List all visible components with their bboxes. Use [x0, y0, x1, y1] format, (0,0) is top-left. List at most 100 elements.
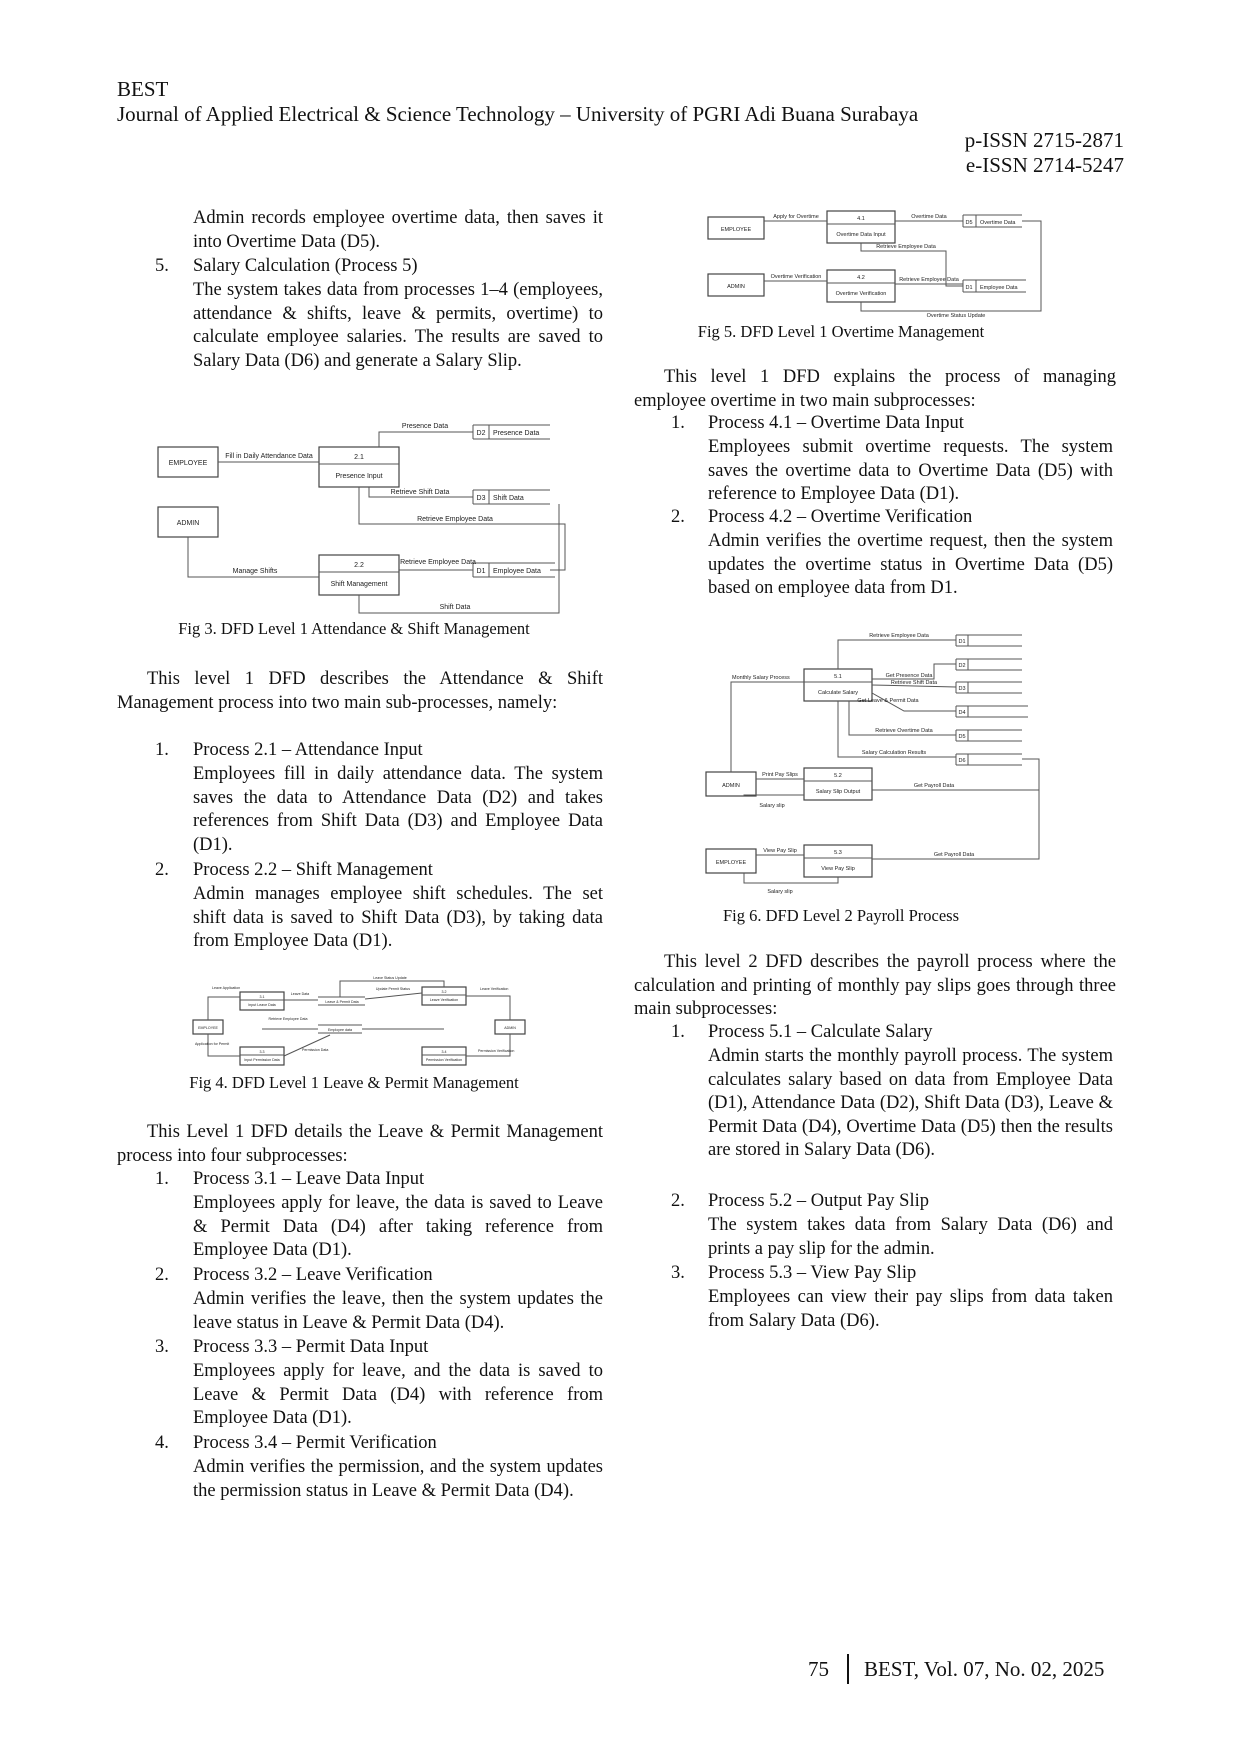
- entity-employee: EMPLOYEE: [169, 460, 208, 467]
- list-item-body: Employees submit overtime requests. The …: [708, 437, 1113, 504]
- store-d6-id: D6: [958, 758, 965, 764]
- pissn: p-ISSN 2715-2871: [964, 128, 1124, 152]
- process-3-2-name: Leave Verification: [430, 998, 458, 1002]
- list-number: 3.: [155, 1337, 169, 1357]
- list-item-title: Process 4.1 – Overtime Data Input: [708, 413, 964, 433]
- fig6-intro: This level 2 DFD describes the payroll p…: [634, 952, 1116, 1019]
- flow-retrieve-employee: Retrieve Employee Data: [876, 244, 937, 250]
- process-2-1-name: Presence Input: [335, 473, 382, 480]
- list-item-title: Salary Calculation (Process 5): [193, 256, 418, 276]
- process-5-1-name: Calculate Salary: [818, 690, 858, 696]
- store-d2-id: D2: [477, 430, 486, 437]
- list-item-title: Process 3.2 – Leave Verification: [193, 1265, 433, 1285]
- list-item-body: Employees can view their pay slips from …: [708, 1287, 1113, 1331]
- store-d1-name: Employee Data: [493, 568, 541, 575]
- store-d1-id: D1: [477, 568, 486, 575]
- fig4-intro: This Level 1 DFD details the Leave & Per…: [117, 1122, 603, 1166]
- store-d1-id: D1: [958, 639, 965, 645]
- journal-short: BEST: [117, 77, 169, 101]
- list-item-body: Admin manages employee shift schedules. …: [193, 884, 603, 951]
- list-number: 1.: [155, 1169, 169, 1189]
- list-item-title: Process 2.2 – Shift Management: [193, 860, 433, 880]
- list-item-title: Process 2.1 – Attendance Input: [193, 740, 423, 760]
- fig5-intro: This level 1 DFD explains the process of…: [634, 367, 1116, 411]
- list-item-body: Admin starts the monthly payroll process…: [708, 1046, 1113, 1160]
- flow-overtime-data: Overtime Data: [911, 214, 947, 220]
- process-5-1-id: 5.1: [834, 674, 842, 680]
- entity-admin: ADMIN: [722, 783, 740, 789]
- list-item-body: Admin verifies the overtime request, the…: [708, 531, 1113, 598]
- store-d3-id: D3: [477, 495, 486, 502]
- fig3-dfd-diagram: EMPLOYEE ADMIN 2.1 Presence Input 2.2 Sh…: [157, 423, 566, 614]
- flow-retrieve-overtime: Retrieve Overtime Data: [875, 728, 933, 734]
- flow-retrieve-employee: Retrieve Employee Data: [269, 1017, 308, 1021]
- footer-volume: BEST, Vol. 07, No. 02, 2025: [864, 1657, 1105, 1681]
- list-item-title: Process 3.3 – Permit Data Input: [193, 1337, 429, 1357]
- process-5-2-id: 5.2: [834, 773, 842, 779]
- flow-fill-attendance: Fill in Daily Attendance Data: [225, 453, 313, 460]
- flow-retrieve-shift: Retrieve Shift Data: [891, 680, 938, 686]
- flow-overtime-verification: Overtime Verification: [771, 274, 822, 280]
- flow-get-payroll-data-2: Get Payroll Data: [934, 852, 975, 858]
- store-d5-name: Overtime Data: [980, 220, 1016, 226]
- list-number: 5.: [155, 256, 169, 276]
- fig4-caption: Fig 4. DFD Level 1 Leave & Permit Manage…: [189, 1073, 519, 1092]
- fig5-caption: Fig 5. DFD Level 1 Overtime Management: [697, 322, 985, 341]
- list-item-title: Process 3.4 – Permit Verification: [193, 1433, 437, 1453]
- list-number: 2.: [155, 1265, 169, 1285]
- process-2-1-id: 2.1: [354, 454, 364, 461]
- fig3-caption: Fig 3. DFD Level 1 Attendance & Shift Ma…: [178, 619, 530, 638]
- flow-print-pay-slips: Print Pay Slips: [762, 772, 798, 778]
- process-5-3-name: View Pay Slip: [821, 866, 855, 872]
- flow-apply-overtime: Apply for Overtime: [773, 214, 819, 220]
- footer-separator: [847, 1654, 849, 1684]
- list-number: 1.: [671, 413, 685, 433]
- process-3-1-id: 3.1: [260, 995, 265, 999]
- flow-application-permit: Application for Permit: [195, 1042, 229, 1046]
- flow-permission-verification: Permission Verification: [478, 1049, 514, 1053]
- flow-permission-data: Permission Data: [302, 1048, 328, 1052]
- entity-employee: EMPLOYEE: [721, 227, 752, 233]
- list-item-title: Process 5.2 – Output Pay Slip: [708, 1191, 929, 1211]
- process-3-3-id: 3.3: [260, 1050, 265, 1054]
- list-item-title: Process 5.3 – View Pay Slip: [708, 1263, 917, 1283]
- process-3-2-id: 3.2: [442, 990, 447, 994]
- list-item-title: Process 5.1 – Calculate Salary: [708, 1022, 933, 1042]
- entity-admin: ADMIN: [727, 284, 745, 290]
- process-4-1-id: 4.1: [857, 216, 865, 222]
- flow-presence-data: Presence Data: [402, 423, 448, 430]
- store-d3-id: D3: [958, 686, 965, 692]
- entity-admin: ADMIN: [504, 1026, 516, 1030]
- list-number: 1.: [155, 740, 169, 760]
- list-item-body: Admin verifies the permission, and the s…: [193, 1457, 603, 1501]
- fig4-dfd-diagram: EMPLOYEE ADMIN 3.1 Input Leave Data 3.2 …: [192, 976, 526, 1066]
- process-4-2-id: 4.2: [857, 275, 865, 281]
- overtime-tail-text: Admin records employee overtime data, th…: [193, 208, 603, 252]
- process-2-2-name: Shift Management: [331, 581, 388, 588]
- flow-get-payroll-data: Get Payroll Data: [914, 783, 955, 789]
- flow-retrieve-employee: Retrieve Employee Data: [417, 516, 493, 523]
- fig5-dfd-diagram: EMPLOYEE ADMIN 4.1 Overtime Data Input 4…: [707, 210, 1042, 319]
- flow-salary-slip: Salary slip: [759, 803, 784, 809]
- process-2-2-id: 2.2: [354, 562, 364, 569]
- entity-employee: EMPLOYEE: [716, 860, 747, 866]
- list-number: 2.: [671, 507, 685, 527]
- store-d1-name: Employee Data: [980, 285, 1019, 291]
- store-employee: Employee data: [328, 1028, 352, 1032]
- list-item-body: Employees apply for leave, the data is s…: [193, 1193, 603, 1260]
- flow-get-presence: Get Presence Data: [886, 673, 934, 679]
- store-d5-id: D5: [965, 220, 972, 226]
- fig6-dfd-diagram: ADMIN EMPLOYEE 5.1 Calculate Salary 5.2 …: [705, 633, 1040, 895]
- list-item-title: Process 3.1 – Leave Data Input: [193, 1169, 425, 1189]
- store-d2-name: Presence Data: [493, 430, 539, 437]
- process-3-4-id: 3.4: [442, 1050, 447, 1054]
- flow-retrieve-shift: Retrieve Shift Data: [391, 489, 450, 496]
- journal-full-title: Journal of Applied Electrical & Science …: [117, 102, 919, 126]
- flow-view-pay-slip: View Pay Slip: [763, 848, 797, 854]
- flow-retrieve-employee-2: Retrieve Employee Data: [400, 559, 476, 566]
- flow-shift-data: Shift Data: [440, 604, 471, 611]
- store-d2-id: D2: [958, 663, 965, 669]
- list-number: 1.: [671, 1022, 685, 1042]
- flow-update-permit: Update Permit Status: [376, 987, 410, 991]
- process-3-1-name: Input Leave Data: [248, 1003, 275, 1007]
